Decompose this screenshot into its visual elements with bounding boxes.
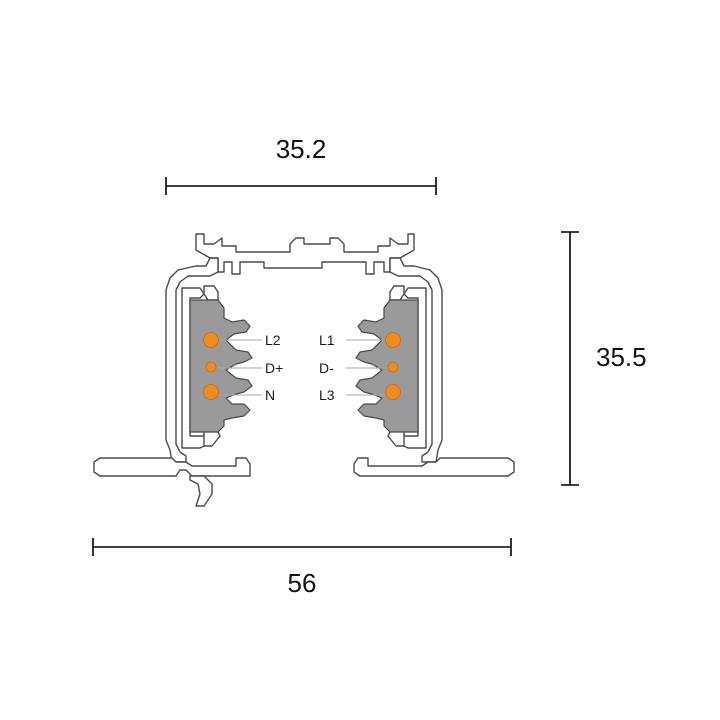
label-d-minus: D- (319, 360, 334, 376)
conductor-labels: L2 D+ N L1 D- L3 (265, 332, 335, 403)
left-top-clip (203, 285, 219, 301)
left-bottom-flange (93, 457, 251, 477)
label-l2: L2 (265, 332, 281, 348)
left-bottom-hook (189, 475, 213, 507)
conductor-l1 (385, 332, 401, 348)
conductors (203, 332, 401, 400)
height-value: 35.5 (596, 342, 647, 372)
right-insulator (355, 299, 419, 433)
label-l1: L1 (319, 332, 335, 348)
label-d-plus: D+ (265, 360, 283, 376)
bottom-width-dimension: 56 (92, 538, 512, 598)
bottom-width-value: 56 (288, 568, 317, 598)
label-n: N (265, 387, 275, 403)
top-width-dimension: 35.2 (165, 134, 437, 195)
conductor-d-minus (387, 361, 399, 373)
track-profile (93, 233, 515, 507)
height-dimension: 35.5 (561, 231, 647, 486)
right-top-clip (389, 285, 405, 301)
leader-lines (218, 339, 388, 396)
left-inner-rail (181, 287, 209, 449)
left-wall (165, 257, 219, 463)
conductor-l2 (203, 332, 219, 348)
conductor-n (203, 384, 219, 400)
left-insulator (189, 299, 253, 433)
right-bottom-flange (353, 457, 515, 477)
top-bridge (195, 233, 415, 275)
conductor-l3 (385, 384, 401, 400)
top-width-value: 35.2 (276, 134, 327, 164)
conductor-d-plus (205, 361, 217, 373)
label-l3: L3 (319, 387, 335, 403)
right-inner-rail (399, 287, 427, 449)
